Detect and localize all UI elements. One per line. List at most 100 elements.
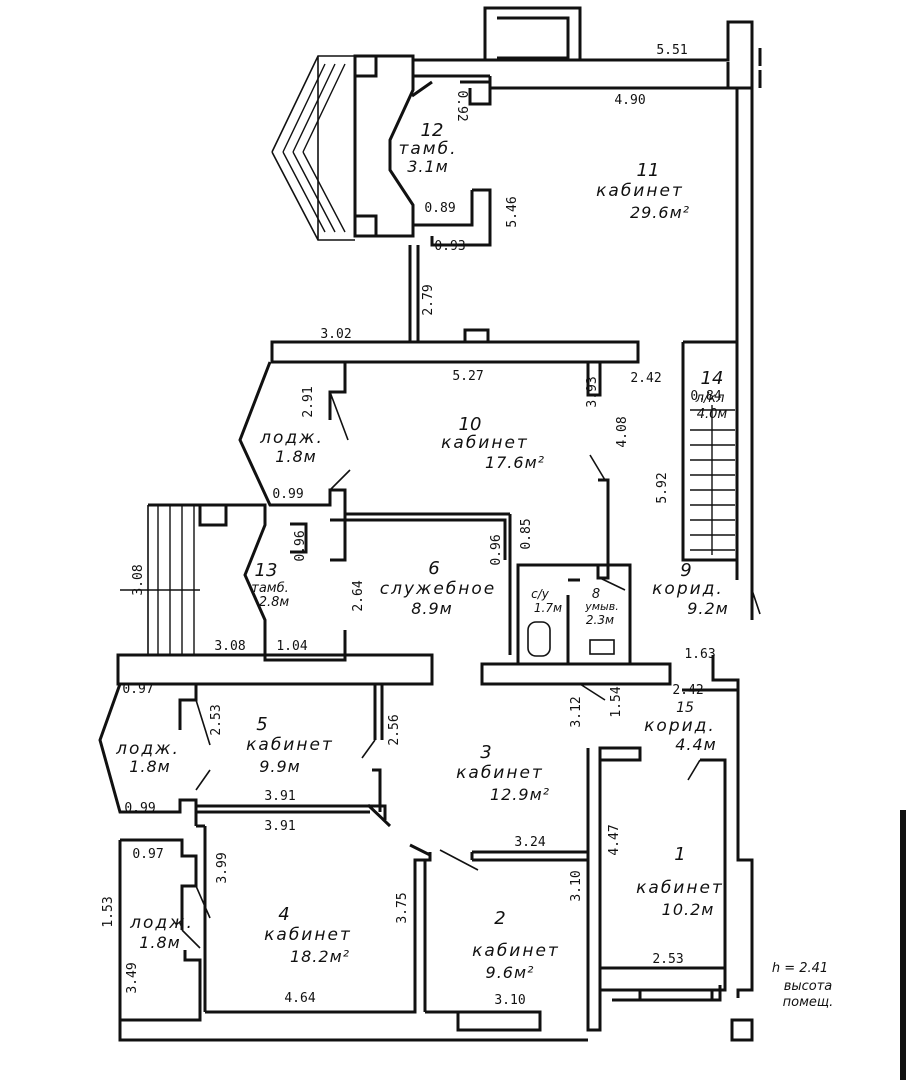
room-name: тамб. bbox=[251, 581, 289, 596]
dimension-label: 3.08 bbox=[131, 564, 146, 595]
dimension-label: 0.99 bbox=[272, 487, 303, 502]
loggia-b: лодж. 1.8м bbox=[115, 739, 180, 776]
dimension-label: 4.64 bbox=[284, 991, 315, 1006]
room-number: 3 bbox=[480, 742, 491, 763]
dimension-label: 0.99 bbox=[124, 801, 155, 816]
room-name: лодж. bbox=[115, 739, 180, 759]
dimension-label: 2.56 bbox=[387, 714, 402, 745]
room-area: 1.8м bbox=[129, 757, 171, 776]
dimension-label: 1.53 bbox=[101, 896, 116, 927]
dimension-label: 2.42 bbox=[630, 371, 661, 386]
dimension-label: 5.51 bbox=[656, 43, 687, 58]
room-area: 9.6м² bbox=[486, 963, 535, 982]
dimension-label: 0.96 bbox=[293, 530, 308, 561]
room-name: тамб. bbox=[398, 139, 457, 159]
room-name: корид. bbox=[644, 716, 716, 736]
dimension-label: 3.08 bbox=[214, 639, 245, 654]
height-note: h = 2.41 высота помещ. bbox=[772, 961, 833, 1010]
dimension-label: 2.64 bbox=[351, 580, 366, 611]
room-14: 14 л/кл 4.0м bbox=[695, 368, 728, 422]
room-area: 8.9м bbox=[411, 599, 453, 618]
loggia-c: лодж. 1.8м bbox=[129, 913, 192, 952]
dimension-label: 2.53 bbox=[209, 704, 224, 735]
room-15: 15 корид. 4.4м bbox=[644, 700, 717, 754]
dimension-label: 3.10 bbox=[494, 993, 525, 1008]
dimension-label: 5.92 bbox=[655, 472, 670, 503]
dimension-label: 0.97 bbox=[132, 847, 163, 862]
room-name: с/у bbox=[531, 587, 550, 601]
dimension-label: 0.89 bbox=[424, 201, 455, 216]
stair-hatching bbox=[120, 63, 735, 655]
dimension-label: 3.49 bbox=[125, 962, 140, 993]
room-area: 9.9м bbox=[259, 757, 301, 776]
room-area: 2.8м bbox=[259, 595, 290, 610]
dimension-label: 3.99 bbox=[215, 852, 230, 883]
room-number: 5 bbox=[256, 714, 267, 735]
note-line: помещ. bbox=[783, 995, 834, 1010]
room-number: 13 bbox=[255, 560, 278, 581]
room-area: 9.2м bbox=[687, 599, 729, 618]
dimension-label: 4.90 bbox=[614, 93, 645, 108]
dimension-label: 3.93 bbox=[585, 376, 600, 407]
room-2: 2 кабинет 9.6м² bbox=[472, 908, 560, 982]
dimension-label: 3.24 bbox=[514, 835, 545, 850]
room-5: 5 кабинет 9.9м bbox=[246, 714, 332, 776]
room-11: 11 кабинет 29.6м² bbox=[596, 160, 690, 222]
room-number: 11 bbox=[637, 160, 660, 181]
dimension-label: 0.84 bbox=[690, 389, 721, 404]
scan-edge-bar bbox=[900, 810, 906, 1080]
room-number: 6 bbox=[428, 558, 439, 579]
dimension-label: 5.27 bbox=[452, 369, 483, 384]
dimensions: 5.51 4.90 0.92 0.89 0.93 5.46 2.79 3.02 … bbox=[101, 43, 722, 1008]
room-area: 29.6м² bbox=[630, 203, 690, 222]
room-name: лодж. bbox=[259, 428, 324, 448]
dimension-label: 2.53 bbox=[652, 952, 683, 967]
room-13: 13 тамб. 2.8м bbox=[251, 560, 289, 610]
room-area: 12.9м² bbox=[490, 785, 550, 804]
dimension-label: 0.85 bbox=[519, 518, 534, 549]
room-number: 4 bbox=[278, 904, 289, 925]
dimension-label: 5.46 bbox=[505, 196, 520, 227]
door-swings bbox=[181, 391, 761, 949]
room-area: 17.6м² bbox=[485, 453, 545, 472]
dimension-label: 3.12 bbox=[569, 696, 584, 727]
room-name: кабинет bbox=[456, 763, 544, 783]
dimension-label: 1.54 bbox=[609, 686, 624, 717]
room-number: 14 bbox=[701, 368, 724, 389]
room-8: 8 умыв. 2.3м bbox=[584, 587, 618, 627]
room-area: 1.8м bbox=[139, 933, 181, 952]
room-area: 3.1м bbox=[407, 157, 449, 176]
dimension-label: 0.97 bbox=[122, 682, 153, 697]
dimension-label: 4.08 bbox=[615, 416, 630, 447]
room-area: 1.7м bbox=[534, 601, 562, 615]
dimension-label: 1.04 bbox=[276, 639, 307, 654]
room-area: 4.0м bbox=[697, 407, 728, 422]
dimension-label: 4.47 bbox=[607, 824, 622, 855]
room-area: 4.4м bbox=[675, 735, 717, 754]
room-9: 9 корид. 9.2м bbox=[652, 560, 729, 618]
room-12: 12 тамб. 3.1м bbox=[398, 120, 457, 176]
room-name: служебное bbox=[380, 579, 497, 599]
dimension-label: 3.75 bbox=[395, 892, 410, 923]
room-area: 1.8м bbox=[275, 447, 317, 466]
room-name: кабинет bbox=[472, 941, 560, 961]
dimension-label: 0.93 bbox=[434, 239, 465, 254]
dimension-label: 3.10 bbox=[569, 870, 584, 901]
dimension-label: 2.42 bbox=[672, 683, 703, 698]
dimension-label: 2.91 bbox=[301, 386, 316, 417]
room-10: 10 кабинет 17.6м² bbox=[441, 414, 545, 472]
room-name: л/кл bbox=[695, 391, 725, 406]
room-3: 3 кабинет 12.9м² bbox=[456, 742, 550, 804]
dimension-label: 1.63 bbox=[684, 647, 715, 662]
dimension-label: 0.96 bbox=[489, 534, 504, 565]
room-number: 2 bbox=[494, 908, 505, 929]
room-area: 18.2м² bbox=[290, 947, 350, 966]
room-name: корид. bbox=[652, 579, 724, 599]
room-1: 1 кабинет 10.2м bbox=[636, 844, 724, 919]
dimension-label: 0.92 bbox=[454, 90, 469, 121]
dimension-label: 2.79 bbox=[421, 284, 436, 315]
room-name: кабинет bbox=[636, 878, 724, 898]
dimension-label: 3.91 bbox=[264, 819, 295, 834]
note-line: высота bbox=[784, 979, 833, 994]
